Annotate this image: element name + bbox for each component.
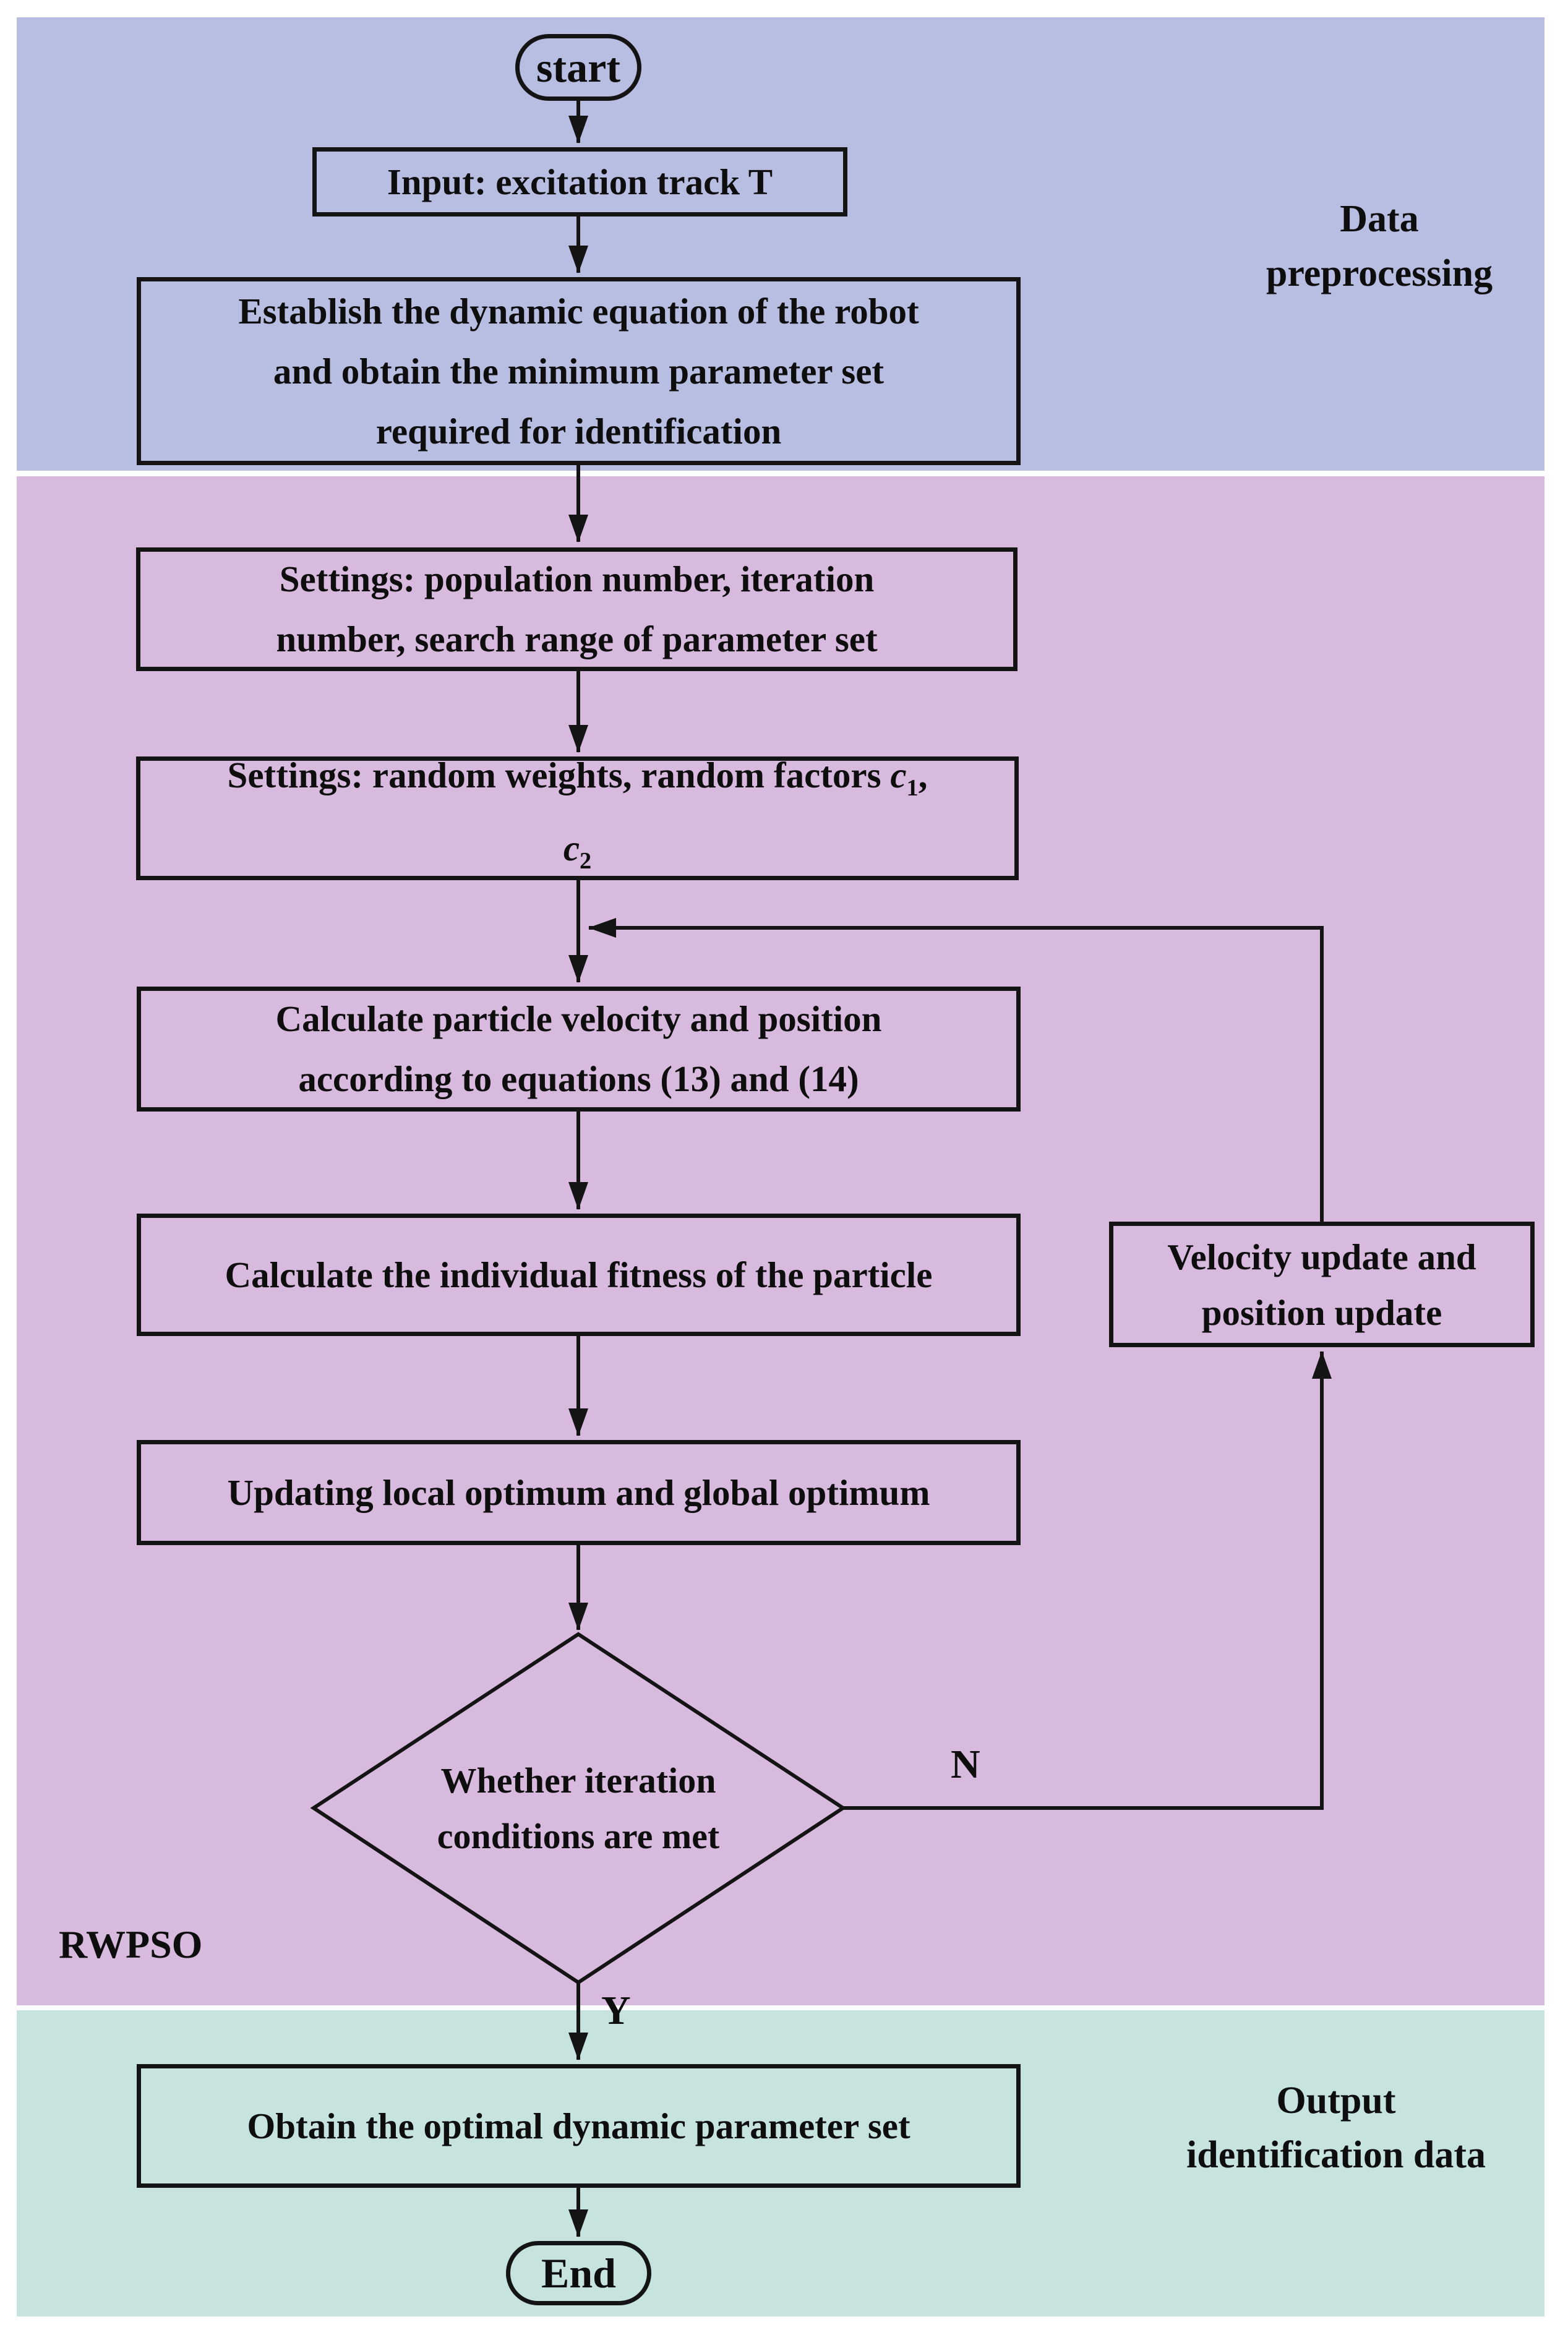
- settings-weights-prefix: Settings: random weights, random factors: [227, 755, 891, 796]
- flow-node-start: start: [515, 34, 641, 101]
- end-label: End: [541, 2250, 616, 2297]
- settings-population-line2: number, search range of parameter set: [276, 619, 878, 659]
- decision-diamond-shape: [310, 1632, 847, 1985]
- rwpso-label: RWPSO: [59, 1922, 203, 1966]
- flow-node-settings-weights: Settings: random weights, random factors…: [136, 755, 1019, 880]
- arrow-feedback-loop: [588, 918, 1324, 1224]
- flow-node-obtain: Obtain the optimal dynamic parameter set: [137, 2064, 1021, 2188]
- settings-weights-line2: c2: [563, 818, 591, 891]
- obtain-label: Obtain the optimal dynamic parameter set: [247, 2105, 910, 2146]
- settings-weights-sub1: 1: [906, 775, 919, 801]
- data-preprocessing-line1: Data: [1340, 198, 1419, 240]
- band-output: [17, 2010, 1544, 2316]
- settings-weights-c1: c: [890, 755, 907, 796]
- output-label-line2: identification data: [1186, 2134, 1486, 2176]
- fitness-label: Calculate the individual fitness of the …: [225, 1254, 933, 1295]
- establish-line3: required for identification: [375, 410, 782, 452]
- settings-weights-sub2: 2: [580, 847, 592, 874]
- arrow-decision-no-branch: [843, 1351, 1332, 1810]
- output-label-line1: Output: [1276, 2080, 1396, 2122]
- flow-node-calc-velocity: Calculate particle velocity and position…: [137, 987, 1021, 1112]
- settings-weights-c2: c: [563, 828, 580, 868]
- phase-label-rwpso: RWPSO: [59, 1917, 244, 1972]
- flow-node-input: Input: excitation track T: [312, 147, 847, 216]
- band-data-preprocessing: [17, 17, 1544, 471]
- velocity-update-line1: Velocity update and: [1167, 1236, 1476, 1277]
- flow-node-establish: Establish the dynamic equation of the ro…: [137, 277, 1021, 465]
- data-preprocessing-line2: preprocessing: [1266, 252, 1493, 294]
- flow-node-velocity-update: Velocity update and position update: [1109, 1222, 1535, 1347]
- phase-label-output: Output identification data: [1150, 2073, 1522, 2182]
- phase-label-data-preprocessing: Data preprocessing: [1212, 192, 1546, 301]
- decision-no-label: N: [951, 1742, 980, 1787]
- decision-yes-label: Y: [601, 1988, 631, 2033]
- start-label: start: [536, 44, 620, 91]
- flow-node-settings-population: Settings: population number, iteration n…: [136, 547, 1017, 671]
- velocity-update-line2: position update: [1201, 1292, 1442, 1333]
- input-label: Input: excitation track T: [387, 161, 773, 202]
- flow-node-updating: Updating local optimum and global optimu…: [137, 1440, 1021, 1545]
- calc-velocity-line1: Calculate particle velocity and position: [275, 998, 882, 1039]
- calc-velocity-line2: according to equations (13) and (14): [298, 1058, 859, 1099]
- establish-line1: Establish the dynamic equation of the ro…: [238, 290, 919, 332]
- flow-node-fitness: Calculate the individual fitness of the …: [137, 1214, 1021, 1336]
- decision-line2: conditions are met: [437, 1815, 720, 1856]
- settings-weights-line1: Settings: random weights, random factors…: [228, 745, 928, 818]
- establish-line2: and obtain the minimum parameter set: [273, 350, 885, 392]
- flow-node-end: End: [506, 2241, 651, 2305]
- settings-weights-comma: ,: [918, 755, 928, 796]
- flow-node-decision: Whether iteration conditions are met: [314, 1634, 843, 1982]
- decision-line1: Whether iteration: [440, 1760, 716, 1801]
- band-rwpso: [17, 476, 1544, 2005]
- settings-population-line1: Settings: population number, iteration: [279, 559, 875, 599]
- updating-label: Updating local optimum and global optimu…: [227, 1472, 930, 1513]
